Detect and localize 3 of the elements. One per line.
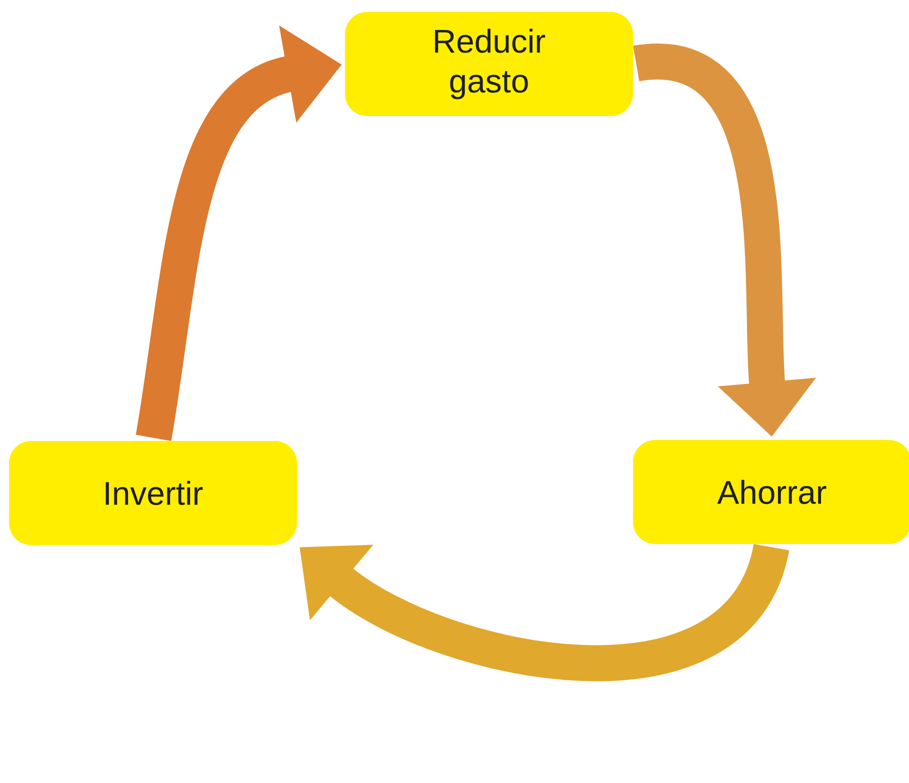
label-box: Reducir gasto	[345, 12, 633, 116]
label-box: Ahorrar	[633, 440, 909, 544]
label-box: Invertir	[9, 441, 297, 545]
